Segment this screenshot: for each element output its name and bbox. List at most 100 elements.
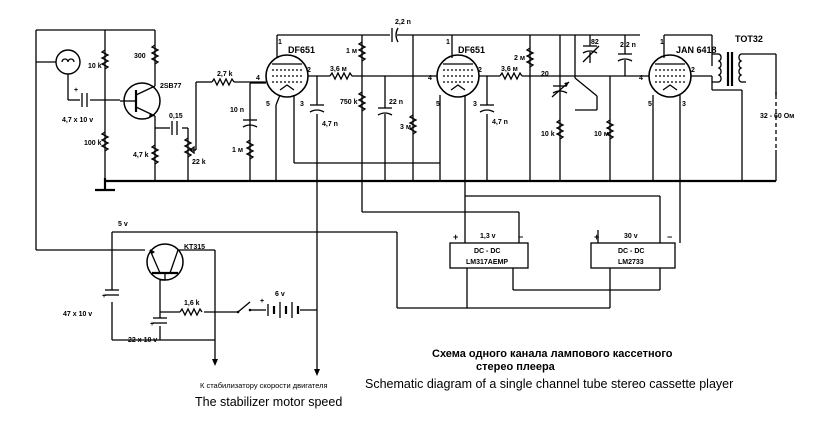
capacitor-10n: 10 n xyxy=(230,107,258,128)
transistor-kt315-icon: KT315 xyxy=(146,243,205,281)
capacitor-2-2n-b: 2,2 n xyxy=(617,35,636,76)
tube-3-wiring xyxy=(640,34,743,230)
capacitor-82: 82 xyxy=(582,35,600,63)
svg-text:22 k: 22 k xyxy=(192,159,206,166)
caption-title-en: Schematic diagram of a single channel tu… xyxy=(365,377,733,391)
svg-text:4: 4 xyxy=(639,75,643,82)
svg-text:+: + xyxy=(150,321,154,328)
svg-text:3,6 м: 3,6 м xyxy=(330,66,347,73)
caption-stabilizer-ru: К стабилизатору скорости двигателя xyxy=(200,381,328,390)
svg-text:2,2 n: 2,2 n xyxy=(620,42,636,49)
battery-6v-icon: + 6 v xyxy=(260,291,300,318)
svg-text:2: 2 xyxy=(478,67,482,74)
svg-text:0,15: 0,15 xyxy=(169,113,183,120)
svg-text:22 n: 22 n xyxy=(389,99,403,106)
input-stage-wiring xyxy=(68,29,189,181)
tube-2-wiring xyxy=(430,34,640,196)
svg-text:5 v: 5 v xyxy=(118,221,128,228)
svg-text:47 x 10 v: 47 x 10 v xyxy=(63,311,92,318)
resistor-3m: 3 м xyxy=(400,35,418,181)
svg-text:KT315: KT315 xyxy=(184,244,205,251)
svg-text:32 - 60 Ом: 32 - 60 Ом xyxy=(760,113,794,120)
svg-text:4: 4 xyxy=(428,75,432,82)
transformer-tot32-icon: TOT32 xyxy=(712,34,777,181)
svg-text:+: + xyxy=(102,293,106,300)
svg-text:22 x 10 v: 22 x 10 v xyxy=(128,337,157,344)
potentiometer-22k: 22 k xyxy=(183,82,206,166)
svg-text:300: 300 xyxy=(134,53,146,60)
svg-text:DF651: DF651 xyxy=(458,45,485,55)
svg-text:LM317AEMP: LM317AEMP xyxy=(466,259,508,266)
regulator-2-box: DC - DC LM2733 30 v + − xyxy=(590,232,676,269)
svg-text:3: 3 xyxy=(682,101,686,108)
svg-text:+: + xyxy=(74,87,78,94)
resistor-3-6m-a: 3,6 м xyxy=(329,66,353,81)
ground-bus xyxy=(95,178,776,192)
svg-text:6 v: 6 v xyxy=(275,291,285,298)
svg-text:10 k: 10 k xyxy=(541,131,555,138)
svg-text:−: − xyxy=(518,232,523,242)
svg-text:DC - DC: DC - DC xyxy=(474,248,500,255)
stabilizer-wiring xyxy=(36,232,317,360)
tube-1-icon: DF651 1 2 3 4 5 xyxy=(256,39,315,108)
resistor-1-6k: 1,6 k xyxy=(179,300,203,317)
svg-text:3,6 м: 3,6 м xyxy=(501,66,518,73)
svg-text:750 k: 750 k xyxy=(340,99,358,106)
resistor-3-6m-b: 3,6 м xyxy=(499,66,523,81)
capacitor-22n: 22 n xyxy=(377,76,403,181)
svg-text:4,7 n: 4,7 n xyxy=(322,121,338,128)
regulator-1-box: DC - DC LM317AEMP 1,3 v + − xyxy=(449,232,529,269)
capacitor-4-7x10v: + 4,7 x 10 v xyxy=(62,87,93,124)
svg-text:LM2733: LM2733 xyxy=(618,259,644,266)
svg-text:3 м: 3 м xyxy=(400,124,411,131)
capacitor-20: 20 xyxy=(541,71,570,98)
svg-text:10 k: 10 k xyxy=(88,63,102,70)
capacitor-2-2n-a: 2,2 n xyxy=(362,19,452,43)
resistor-10m: 10 м xyxy=(594,119,615,140)
capacitor-4-7n-b: 4,7 n xyxy=(479,104,508,126)
resistor-1m-a: 1 м xyxy=(232,139,255,160)
svg-text:1: 1 xyxy=(660,39,664,46)
resistor-10k-a: 10 k xyxy=(88,49,110,70)
tape-head-icon xyxy=(35,29,105,250)
transistor-2sb77-icon: 2SB77 xyxy=(120,82,182,120)
svg-text:1 м: 1 м xyxy=(346,48,357,55)
svg-text:5: 5 xyxy=(266,101,270,108)
svg-text:DC - DC: DC - DC xyxy=(618,248,644,255)
svg-text:5: 5 xyxy=(436,101,440,108)
svg-text:1 м: 1 м xyxy=(232,147,243,154)
svg-text:2 м: 2 м xyxy=(514,55,525,62)
svg-text:+: + xyxy=(453,232,458,242)
svg-text:100 k: 100 k xyxy=(84,140,102,147)
capacitor-0-15: 0,15 xyxy=(169,113,183,135)
svg-text:4,7 x 10 v: 4,7 x 10 v xyxy=(62,117,93,124)
capacitor-47x10v: + 47 x 10 v xyxy=(63,289,119,318)
svg-text:30 v: 30 v xyxy=(624,233,638,240)
resistor-2m: 2 м xyxy=(514,47,535,68)
caption-stabilizer-en: The stabilizer motor speed xyxy=(195,395,342,409)
svg-text:2: 2 xyxy=(691,67,695,74)
svg-text:2,7 k: 2,7 k xyxy=(217,71,233,78)
resistor-4-7k-a: 4,7 k xyxy=(133,144,160,165)
power-rails xyxy=(112,163,681,309)
capacitor-4-7n-a: 4,7 n xyxy=(309,104,338,128)
output-arrow-1-icon xyxy=(212,359,218,366)
resistor-2-7k: 2,7 k xyxy=(211,71,235,87)
svg-text:1,6 k: 1,6 k xyxy=(184,300,200,307)
resistor-750k: 750 k xyxy=(340,91,367,112)
svg-text:1: 1 xyxy=(446,39,450,46)
capacitor-22x10v: + 22 x 10 v xyxy=(128,317,167,344)
svg-text:82: 82 xyxy=(591,39,599,46)
svg-text:JAN 6418: JAN 6418 xyxy=(676,45,717,55)
svg-text:3: 3 xyxy=(473,101,477,108)
output-arrow-2-icon xyxy=(314,369,320,376)
svg-text:−: − xyxy=(667,232,672,242)
svg-text:5: 5 xyxy=(648,101,652,108)
svg-text:4,7 k: 4,7 k xyxy=(133,152,149,159)
tone-control-network xyxy=(530,34,640,181)
tube-1-wiring xyxy=(196,34,440,370)
svg-text:2,2 n: 2,2 n xyxy=(395,19,411,26)
load-impedance: 32 - 60 Ом xyxy=(760,95,794,150)
svg-text:3: 3 xyxy=(300,101,304,108)
